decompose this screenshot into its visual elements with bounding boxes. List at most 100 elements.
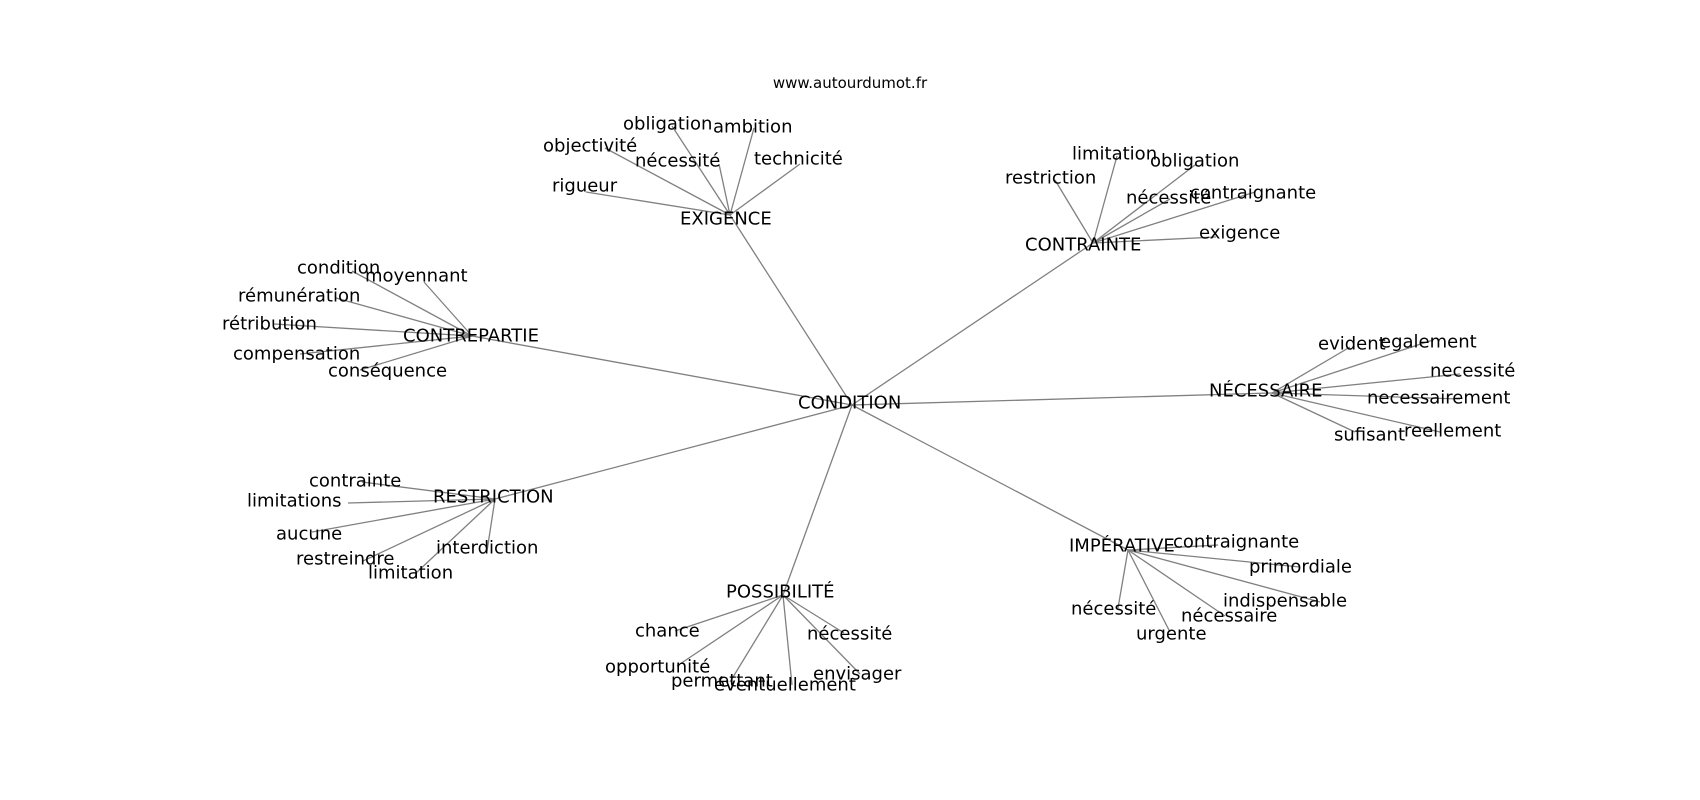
edge — [782, 594, 845, 634]
edge — [1092, 198, 1171, 244]
word-node: exigence — [1199, 223, 1280, 244]
word-node: compensation — [233, 344, 360, 365]
edge — [486, 498, 496, 552]
cluster-node-possibilite: POSSIBILITÉ — [726, 581, 835, 603]
edge — [1054, 179, 1094, 244]
word-node: contraignante — [1173, 532, 1299, 553]
cluster-node-exigence: EXIGENCE — [680, 209, 772, 230]
word-node: nécessité — [1071, 599, 1156, 620]
cluster-node-imperative: IMPÉRATIVE — [1069, 535, 1175, 557]
word-node: indispensable — [1223, 591, 1347, 612]
labels: www.autourdumot.fr CONDITION EXIGENCE obli… — [222, 74, 1515, 696]
site-url: www.autourdumot.fr — [773, 74, 928, 92]
word-node: rétribution — [222, 314, 317, 335]
edge — [361, 481, 496, 500]
word-node: limitations — [247, 491, 341, 512]
edge — [718, 163, 731, 216]
word-node: condition — [297, 258, 380, 279]
edge — [362, 498, 496, 562]
word-node: opportunité — [605, 657, 710, 678]
word-node: objectivité — [543, 136, 637, 157]
edge — [1271, 346, 1351, 394]
word-node: obligation — [1150, 151, 1239, 172]
word-node: sufisant — [1334, 425, 1405, 446]
edge — [1271, 339, 1434, 394]
edge — [471, 335, 853, 406]
edge — [359, 335, 473, 371]
edge — [1127, 549, 1321, 603]
edge — [351, 270, 473, 337]
edge — [1092, 236, 1217, 244]
edge — [1092, 191, 1256, 244]
word-node: contrainte — [309, 471, 401, 492]
edge — [1117, 549, 1129, 609]
edge — [1271, 392, 1441, 433]
edge — [494, 404, 853, 500]
edge — [585, 191, 731, 216]
word-node: technicité — [754, 149, 843, 170]
word-node: necessité — [1430, 361, 1515, 382]
edge — [414, 498, 496, 575]
edge — [1127, 544, 1219, 551]
word-node: nécessaire — [1181, 606, 1277, 627]
edge — [782, 404, 853, 596]
edge — [729, 127, 755, 216]
edge — [671, 125, 731, 216]
edge — [311, 498, 496, 533]
center-node: CONDITION — [798, 393, 901, 414]
edges — [273, 125, 1461, 686]
word-node: restriction — [1005, 168, 1096, 189]
word-node: restreindre — [296, 549, 395, 570]
edge — [1127, 549, 1171, 633]
edge — [1127, 549, 1226, 617]
cluster-node-contrepartie: CONTREPARTIE — [403, 326, 539, 347]
word-node: nécessité — [807, 624, 892, 645]
word-node: aucune — [276, 524, 342, 545]
edge — [851, 404, 1129, 551]
word-node: rémunération — [238, 286, 360, 307]
edge — [1271, 392, 1461, 400]
word-node: chance — [635, 621, 700, 642]
edge — [782, 594, 793, 686]
edge — [851, 242, 1094, 406]
word-node: necessairement — [1367, 388, 1510, 409]
word-node: nécessité — [1126, 188, 1211, 209]
word-node: primordiale — [1249, 557, 1352, 578]
word-node: obligation — [623, 114, 712, 135]
word-node: reellement — [1404, 421, 1501, 442]
word-node: evident — [1318, 334, 1386, 355]
edge — [604, 147, 731, 216]
edge — [674, 594, 784, 632]
edge — [729, 214, 853, 406]
edge — [273, 323, 473, 337]
edge — [1092, 164, 1196, 244]
edge — [423, 281, 473, 337]
word-node: moyennant — [365, 266, 468, 287]
cluster-node-necessaire: NÉCESSAIRE — [1209, 380, 1322, 402]
word-node: conséquence — [328, 361, 447, 382]
word-node: limitation — [1072, 144, 1157, 165]
edge — [347, 498, 496, 504]
edge — [729, 594, 784, 683]
word-node: ambition — [713, 117, 792, 138]
word-node: egalement — [1380, 332, 1477, 353]
word-node: envisager — [813, 664, 902, 685]
edge — [1092, 155, 1118, 244]
edge — [299, 335, 473, 355]
word-node: rigueur — [552, 176, 618, 197]
word-node: contraignante — [1190, 183, 1316, 204]
cluster-node-contrainte: CONTRAINTE — [1025, 235, 1141, 256]
edge — [335, 297, 473, 337]
edge — [676, 594, 784, 667]
word-node: nécessité — [635, 151, 720, 172]
edge — [729, 163, 801, 216]
cluster-node-restriction: RESTRICTION — [433, 487, 554, 508]
edge — [851, 392, 1273, 406]
edge — [1127, 549, 1301, 568]
word-node: limitation — [368, 563, 453, 584]
word-node: permettant — [671, 671, 773, 692]
edge — [782, 594, 861, 675]
edge — [1271, 392, 1356, 433]
word-node: éventuellement — [714, 675, 856, 696]
